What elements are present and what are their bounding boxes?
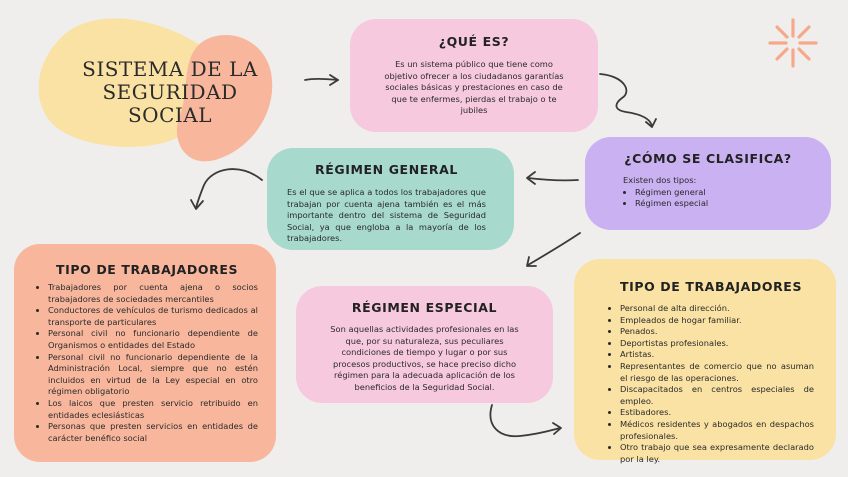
tipo-trabajadores-especial-heading: TIPO DE TRABAJADORES <box>619 279 803 294</box>
regimen-especial-card: RÉGIMEN ESPECIAL Son aquellas actividade… <box>296 286 553 403</box>
list-item: Régimen general <box>635 187 805 199</box>
tipo-trabajadores-general-card: TIPO DE TRABAJADORES Trabajadores por cu… <box>14 244 276 462</box>
arrow-general-to-tipo <box>190 168 263 210</box>
list-item: Personal civil no funcionario dependient… <box>48 352 258 398</box>
list-item: Empleados de hogar familiar. <box>620 315 814 327</box>
list-item: Representantes de comercio que no asuman… <box>620 361 814 384</box>
tipo-trabajadores-general-list: Trabajadores por cuenta ajena o socios t… <box>36 282 258 444</box>
regimen-general-heading: RÉGIMEN GENERAL <box>315 162 458 177</box>
arrow-clasifica-to-general <box>526 171 579 185</box>
list-item: Los laicos que presten servicio retribui… <box>48 398 258 421</box>
arrow-clasifica-to-especial <box>526 232 581 267</box>
que-es-card: ¿QUÉ ES? Es un sistema público que tiene… <box>350 19 598 132</box>
list-item: Penados. <box>620 326 814 338</box>
list-item: Discapacitados en centros especiales de … <box>620 384 814 407</box>
list-item: Personas que presten servicios en entida… <box>48 421 258 444</box>
list-item: Estibadores. <box>620 407 814 419</box>
list-item: Personal de alta dirección. <box>620 303 814 315</box>
list-item: Conductores de vehículos de turismo dedi… <box>48 305 258 328</box>
clasifica-intro: Existen dos tipos: <box>623 175 697 185</box>
list-item: Médicos residentes y abogados en despach… <box>620 419 814 442</box>
list-item: Artistas. <box>620 349 814 361</box>
arrow-title-to-que-es <box>304 74 339 86</box>
page-title: SISTEMA DE LA SEGURIDAD SOCIAL <box>82 57 258 127</box>
regimen-general-card: RÉGIMEN GENERAL Es el que se aplica a to… <box>267 148 514 250</box>
sun-icon <box>768 18 818 68</box>
arrow-especial-to-tipo <box>489 404 562 437</box>
arrow-que-es-to-clasifica <box>599 73 657 128</box>
list-item: Trabajadores por cuenta ajena o socios t… <box>48 282 258 305</box>
clasifica-card: ¿CÓMO SE CLASIFICA? Existen dos tipos: R… <box>585 137 831 230</box>
tipo-trabajadores-general-heading: TIPO DE TRABAJADORES <box>56 262 239 277</box>
clasifica-heading: ¿CÓMO SE CLASIFICA? <box>624 151 792 166</box>
list-item: Deportistas profesionales. <box>620 338 814 350</box>
clasifica-list: Régimen general Régimen especial <box>623 187 805 210</box>
regimen-especial-heading: RÉGIMEN ESPECIAL <box>351 300 498 315</box>
que-es-heading: ¿QUÉ ES? <box>438 34 510 49</box>
regimen-especial-text: Son aquellas actividades profesionales e… <box>330 324 519 392</box>
list-item: Personal civil no funcionario dependient… <box>48 328 258 351</box>
list-item: Régimen especial <box>635 198 805 210</box>
regimen-general-text: Es el que se aplica a todos los trabajad… <box>287 187 486 244</box>
tipo-trabajadores-especial-card: TIPO DE TRABAJADORES Personal de alta di… <box>574 259 836 464</box>
list-item: Otro trabajo que sea expresamente declar… <box>620 442 814 465</box>
que-es-text: Es un sistema público que tiene como obj… <box>384 59 564 116</box>
tipo-trabajadores-especial-list: Personal de alta dirección. Empleados de… <box>608 303 814 465</box>
